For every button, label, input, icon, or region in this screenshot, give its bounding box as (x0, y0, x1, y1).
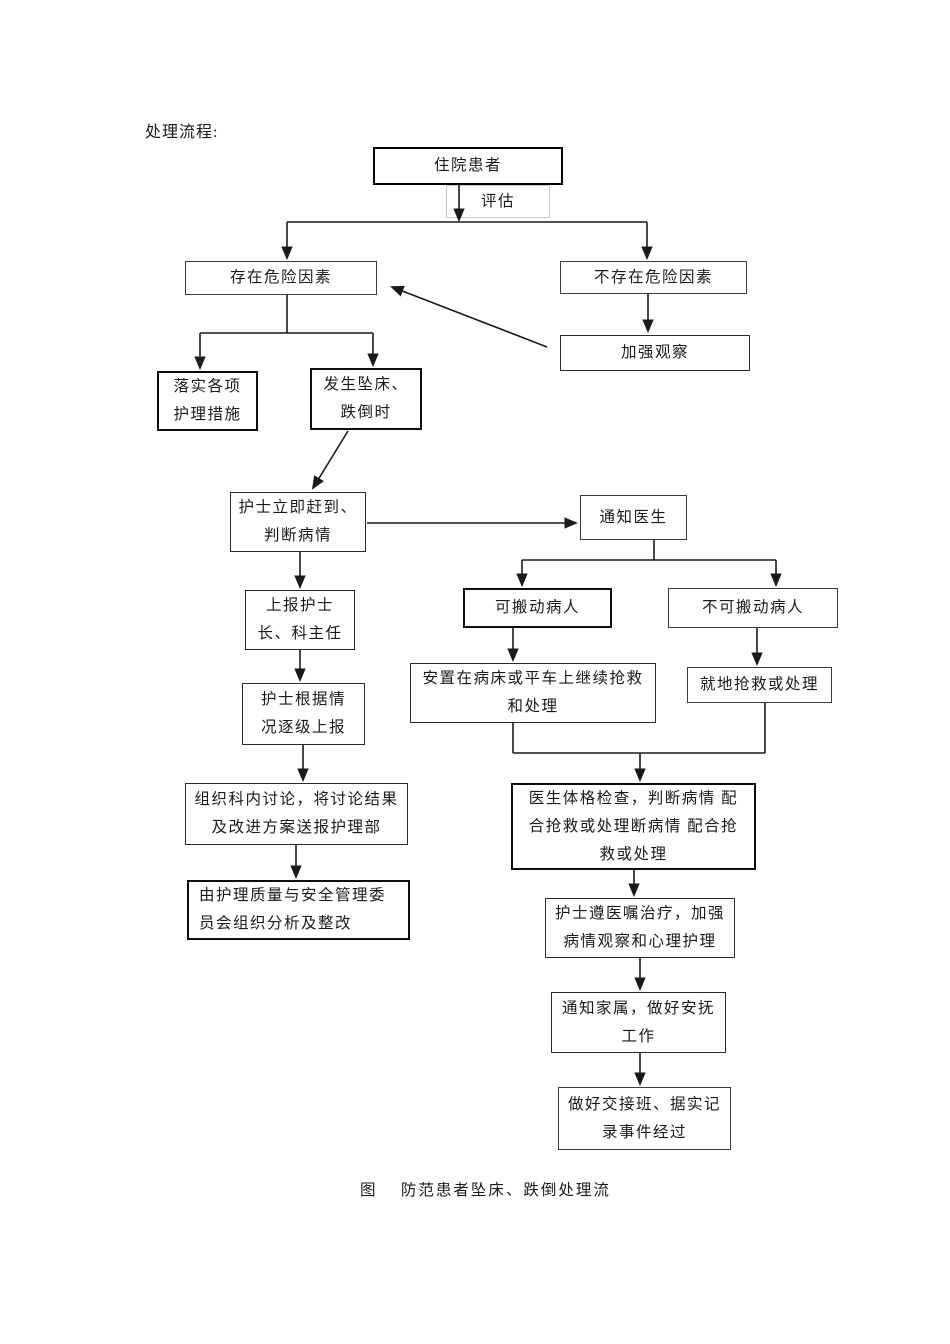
flow-node-fall-occurs: 发生坠床、跌倒时 (310, 368, 422, 430)
flow-node-text: 存在危险因素 (229, 269, 332, 286)
flow-node-nurse-treatment: 护士遵医嘱治疗，加强病情观察和心理护理 (545, 898, 735, 958)
flow-node-text: 护理措施 (173, 406, 242, 423)
figure-caption: 图 防范患者坠床、跌倒处理流 (360, 1182, 611, 1199)
flow-node-text: 员会组织分析及整改 (199, 915, 353, 932)
flow-node-text: 由护理质量与安全管理委 (199, 887, 387, 904)
flow-node-implement-care: 落实各项护理措施 (157, 371, 258, 431)
flow-node-handover-record: 做好交接班、据实记录事件经过 (558, 1087, 731, 1150)
flow-node-text: 救或处理 (599, 845, 668, 863)
flow-node-onsite-rescue: 就地抢救或处理 (687, 667, 832, 703)
flow-node-text: 护士遵医嘱治疗，加强 (554, 905, 725, 922)
flow-node-text: 评估 (480, 192, 515, 210)
flow-node-text: 和处理 (507, 698, 559, 715)
flow-node-text: 通知家属，做好安抚 (561, 999, 715, 1017)
flow-node-text: 判断病情 (263, 527, 332, 544)
flow-node-assess-label: 评估 (446, 185, 550, 218)
flow-node-quality-committee: 由护理质量与安全管理委员会组织分析及整改 (187, 880, 410, 940)
connector-fall-to-nurse-arrives (311, 430, 349, 490)
flow-node-text: 通知医生 (599, 508, 668, 526)
flow-node-text: 不存在危险因素 (593, 268, 713, 286)
flow-node-movable-patient: 可搬动病人 (463, 588, 612, 628)
flow-node-text: 加强观察 (620, 344, 689, 361)
flow-node-text: 护士根据情 (260, 691, 346, 708)
flow-node-text: 可搬动病人 (494, 599, 580, 616)
connector-observe-to-risk-present (390, 285, 548, 348)
flow-node-text: 医生体格检查，判断病情 配 (528, 789, 739, 807)
flow-node-text: 录事件经过 (601, 1123, 687, 1141)
flow-node-doctor-exam: 医生体格检查，判断病情 配合抢救或处理断病情 配合抢救或处理 (511, 783, 756, 870)
flow-node-text: 安置在病床或平车上继续抢救 (422, 670, 644, 687)
flow-node-report-by-levels: 护士根据情况逐级上报 (242, 683, 365, 745)
page-title: 处理流程: (145, 124, 219, 141)
flow-node-text: 长、科主任 (257, 625, 343, 642)
flow-node-text: 不可搬动病人 (701, 599, 804, 616)
flow-node-notify-doctor: 通知医生 (580, 495, 687, 540)
flow-node-text: 护士立即赶到、 (238, 499, 358, 516)
flow-node-text: 住院患者 (433, 157, 502, 174)
flow-node-text: 发生坠床、 (323, 376, 409, 393)
flow-node-notify-family: 通知家属，做好安抚工作 (551, 992, 726, 1053)
flow-node-risk-absent: 不存在危险因素 (560, 261, 747, 294)
flow-node-text: 及改进方案送报护理部 (211, 819, 382, 836)
flow-node-text: 组织科内讨论，将讨论结果 (194, 791, 399, 808)
flow-node-text: 上报护士 (265, 597, 334, 614)
flow-node-observe: 加强观察 (560, 335, 750, 371)
flow-node-text: 跌倒时 (340, 404, 392, 421)
flow-node-text: 落实各项 (173, 378, 242, 395)
flow-node-immovable-patient: 不可搬动病人 (668, 588, 838, 628)
flow-node-place-on-bed: 安置在病床或平车上继续抢救和处理 (410, 663, 656, 723)
flow-node-text: 病情观察和心理护理 (563, 933, 717, 950)
flow-node-text: 合抢救或处理断病情 配合抢 (528, 817, 739, 835)
flow-node-report-head-nurse: 上报护士长、科主任 (245, 590, 355, 650)
flow-node-text: 就地抢救或处理 (699, 676, 819, 693)
flow-node-inpatient: 住院患者 (373, 147, 563, 185)
flow-node-text: 做好交接班、据实记 (567, 1095, 721, 1113)
flow-node-text: 况逐级上报 (260, 719, 346, 736)
flow-node-text: 工作 (621, 1027, 656, 1045)
flow-node-dept-discussion: 组织科内讨论，将讨论结果及改进方案送报护理部 (185, 783, 408, 845)
flow-node-nurse-arrives: 护士立即赶到、判断病情 (230, 492, 366, 552)
flow-node-risk-present: 存在危险因素 (185, 261, 377, 295)
